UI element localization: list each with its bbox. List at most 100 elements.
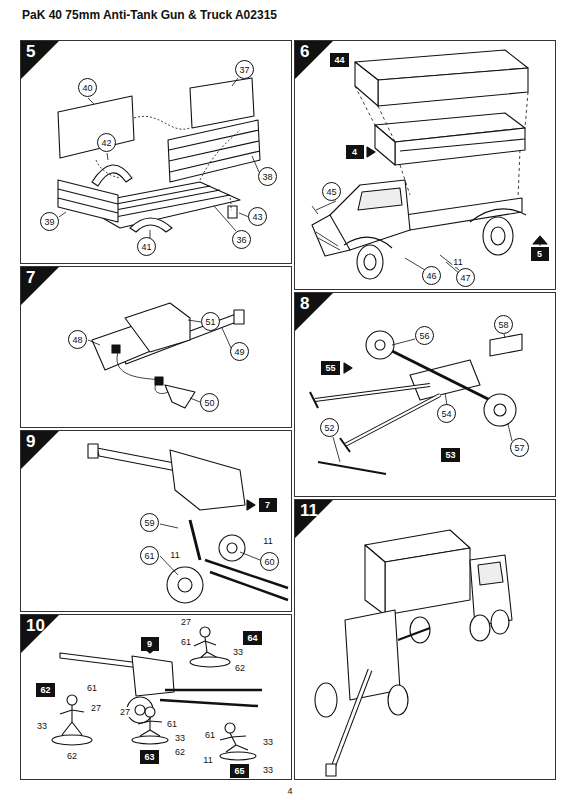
subassembly-tag: 5 [531,247,549,261]
callout-number: 59 [140,513,159,532]
callout-number: 48 [68,330,87,349]
page-title: PaK 40 75mm Anti-Tank Gun & Truck A02315 [22,8,277,22]
callout-number: 40 [78,78,97,97]
assembly-step-panel: 11 [294,499,556,780]
part-number: 33 [36,721,48,731]
subassembly-number: 4 [352,147,357,157]
callout-number: 49 [230,342,249,361]
part-number: 51 [205,317,215,327]
callout-number: 57 [510,438,529,457]
parts-drawing [52,50,547,776]
part-number: 62 [66,751,78,761]
step-number: 5 [26,42,35,62]
subassembly-number: 7 [265,500,270,510]
part-number: 27 [180,617,192,627]
part-number: 47 [460,273,470,283]
part-number: 37 [239,65,249,75]
part-number: 61 [86,683,98,693]
callout-number: 39 [40,212,59,231]
subassembly-number: 55 [325,363,335,373]
subassembly-tag: 7 [259,498,277,512]
subassembly-tag: 65 [230,764,248,778]
part-number: 61 [180,637,192,647]
part-number: 59 [144,518,154,528]
subassembly-tag: 53 [441,448,459,462]
part-number: 11 [202,755,213,765]
callout-number: 56 [415,326,434,345]
part-number: 41 [141,242,151,252]
part-number: 49 [234,347,244,357]
page-number: 4 [286,786,293,796]
part-number: 38 [262,172,272,182]
subassembly-number: 64 [247,633,257,643]
subassembly-tag: 63 [140,750,158,764]
assembly-step-panel: 10 9 64 62 63 65 [20,614,292,780]
step-number: 10 [26,616,45,636]
part-number: 40 [82,83,92,93]
part-number: 54 [441,409,451,419]
assembly-step-panel: 8 56 58 55 54 52 53 57 [294,292,556,497]
part-number: 27 [90,703,102,713]
part-number: 11 [452,257,463,267]
part-number: 33 [262,765,274,775]
callout-number: 52 [320,418,339,437]
subassembly-tag: 9 [141,637,159,651]
part-number: 56 [419,331,429,341]
part-number: 45 [326,187,336,197]
subassembly-number: 65 [234,766,244,776]
step-number: 7 [26,268,35,288]
step-number: 9 [26,432,35,452]
part-number: 33 [232,647,244,657]
assembly-step-panel: 9 7 59 60 61 [20,430,292,612]
part-number: 36 [236,235,246,245]
callout-number: 45 [322,182,341,201]
step-number: 6 [300,42,309,62]
subassembly-number: 53 [445,450,455,460]
part-number: 11 [169,550,180,560]
part-number: 50 [204,398,214,408]
part-number: 61 [204,730,216,740]
callout-number: 43 [248,207,267,226]
subassembly-number: 9 [147,639,152,649]
part-number: 46 [426,271,436,281]
callout-number: 38 [258,167,277,186]
part-number: 33 [174,733,186,743]
part-number: 62 [174,747,186,757]
callout-number: 47 [456,268,475,287]
subassembly-tag: 55 [321,361,339,375]
callout-number: 60 [260,552,279,571]
callout-number: 42 [97,133,116,152]
part-number: 11 [262,536,273,546]
callout-number: 46 [422,266,441,285]
part-number: 42 [101,138,111,148]
subassembly-tag: 44 [330,53,348,67]
part-number: 39 [44,217,54,227]
part-number: 33 [262,737,274,747]
part-number: 52 [324,423,334,433]
assembly-step-panel: 7 48 51 49 50 [20,266,292,428]
callout-number: 58 [494,315,513,334]
callout-number: 51 [201,312,220,331]
subassembly-number: 62 [40,685,50,695]
part-number: 61 [166,719,178,729]
part-number: 58 [498,320,508,330]
callout-number: 61 [140,546,159,565]
assembly-step-panel: 6 44 45 4 46 47 5 [294,40,556,290]
subassembly-number: 5 [537,249,542,259]
part-number: 60 [264,557,274,567]
step-number: 11 [300,501,318,521]
part-number: 27 [119,707,131,717]
subassembly-tag: 4 [346,145,364,159]
part-number: 61 [144,551,154,561]
subassembly-tag: 62 [36,683,54,697]
callout-number: 54 [437,404,456,423]
callout-number: 41 [137,237,156,256]
step-number: 8 [300,294,309,314]
callout-number: 37 [235,60,254,79]
part-number: 43 [252,212,262,222]
callout-number: 50 [200,393,219,412]
assembly-step-panel: 5 40 37 42 38 39 43 36 41 [20,40,292,264]
part-number: 57 [514,443,524,453]
